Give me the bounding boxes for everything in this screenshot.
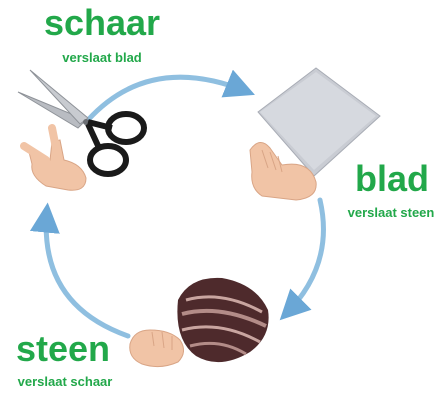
paper-beats-label: verslaat steen xyxy=(334,205,448,221)
arrow-rock-to-scissors xyxy=(46,210,128,336)
rock-beats-label: verslaat schaar xyxy=(0,374,130,390)
arrow-scissors-to-paper xyxy=(88,77,248,120)
hand-rock-icon xyxy=(130,330,184,367)
hand-scissors-icon xyxy=(24,128,86,190)
scissors-label: schaar xyxy=(36,4,168,42)
rock-icon xyxy=(177,278,268,362)
paper-label: blad xyxy=(342,160,442,198)
scissors-beats-label: verslaat blad xyxy=(36,50,168,66)
arrow-paper-to-rock xyxy=(285,200,323,315)
rock-label: steen xyxy=(8,330,118,368)
